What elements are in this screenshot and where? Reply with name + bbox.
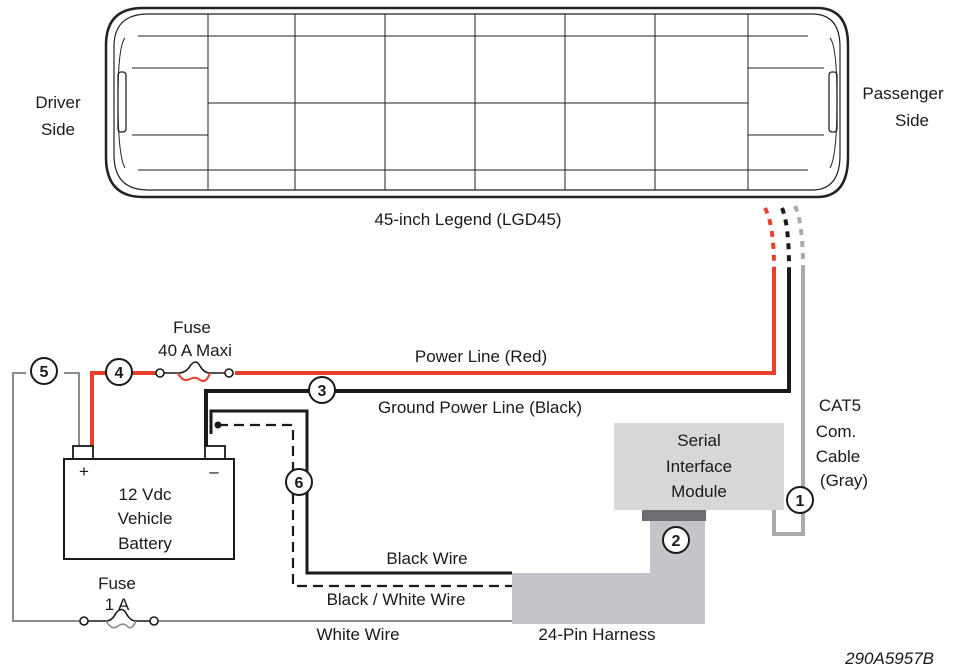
black-wire (209, 409, 512, 575)
drawing-code: 290A5957B (844, 649, 934, 667)
cat5-label-line2: Com. (816, 422, 857, 441)
splice-dot (214, 421, 222, 429)
callout-3-number: 3 (318, 383, 327, 400)
white-wire-label: White Wire (316, 625, 399, 644)
white-wire-loop (12, 372, 84, 622)
driver-side-label-line1: Driver (35, 93, 81, 112)
battery-label-line3: Battery (118, 534, 172, 553)
ground-cable-drop (780, 207, 791, 269)
cat5-label-line1: CAT5 (819, 396, 861, 415)
harness (512, 518, 705, 624)
power-line-label: Power Line (Red) (415, 347, 547, 366)
white-wire (64, 372, 80, 446)
callout-2-number: 2 (672, 533, 681, 550)
module-label-line3: Module (671, 482, 727, 501)
battery-negative-sign: – (209, 462, 219, 481)
lightbar-outer (104, 6, 850, 199)
fuse-1a-symbol (79, 608, 159, 629)
lightbar-cap-left (117, 37, 126, 169)
callout-4-number: 4 (115, 365, 124, 382)
power-cable-drop (763, 207, 776, 269)
power-line-wire (235, 268, 776, 375)
fuse-40a-rating: 40 A Maxi (158, 341, 232, 360)
ground-line-label: Ground Power Line (Black) (378, 398, 582, 417)
cat5-cable-drop (793, 205, 805, 269)
passenger-side-label-line1: Passenger (862, 84, 944, 103)
callout-2: 2 (662, 526, 690, 554)
callout-4: 4 (105, 358, 133, 386)
module-label-line1: Serial (677, 431, 720, 450)
lightbar (104, 6, 850, 199)
vehicle-battery (63, 458, 235, 560)
black-white-wire-label: Black / White Wire (327, 590, 466, 609)
cat5-wire (772, 268, 805, 536)
callout-5: 5 (30, 357, 58, 385)
ground-power-line-wire (204, 268, 791, 446)
fuse-1a-title: Fuse (98, 574, 136, 593)
lightbar-slot-right (828, 71, 838, 133)
battery-label-line1: 12 Vdc (119, 485, 172, 504)
module-connector (642, 508, 706, 521)
black-white-wire (218, 423, 512, 588)
driver-side-label-line2: Side (41, 120, 75, 139)
callout-1: 1 (786, 486, 814, 514)
fuse-40a-symbol (155, 361, 234, 383)
callout-5-number: 5 (40, 364, 49, 381)
cable-drops (763, 205, 805, 269)
battery-label-line2: Vehicle (118, 509, 173, 528)
fuse-1a-rating: 1 A (105, 595, 130, 614)
callout-6-number: 6 (295, 475, 304, 492)
lightbar-inner (113, 13, 841, 191)
passenger-side-label-line2: Side (895, 111, 929, 130)
fuse-40a-title: Fuse (173, 318, 211, 337)
harness-body (512, 518, 705, 624)
cat5-label-line4: (Gray) (820, 471, 868, 490)
battery-terminal-positive (72, 445, 94, 460)
legend-model-label: 45-inch Legend (LGD45) (374, 210, 561, 229)
callout-6: 6 (285, 468, 313, 496)
battery-terminal-negative (204, 445, 226, 460)
module-label-line2: Interface (666, 457, 732, 476)
harness-label: 24-Pin Harness (538, 625, 655, 644)
callout-3: 3 (308, 376, 336, 404)
lightbar-grid (132, 14, 824, 190)
battery-positive-sign: + (79, 462, 89, 481)
lightbar-cap-right (829, 37, 838, 169)
power-line-wire-battery (90, 371, 160, 446)
black-wire-label: Black Wire (386, 549, 467, 568)
cat5-label-line3: Cable (816, 447, 860, 466)
serial-interface-module (614, 423, 784, 510)
callout-1-number: 1 (796, 493, 805, 510)
lightbar-slot-left (117, 71, 127, 133)
